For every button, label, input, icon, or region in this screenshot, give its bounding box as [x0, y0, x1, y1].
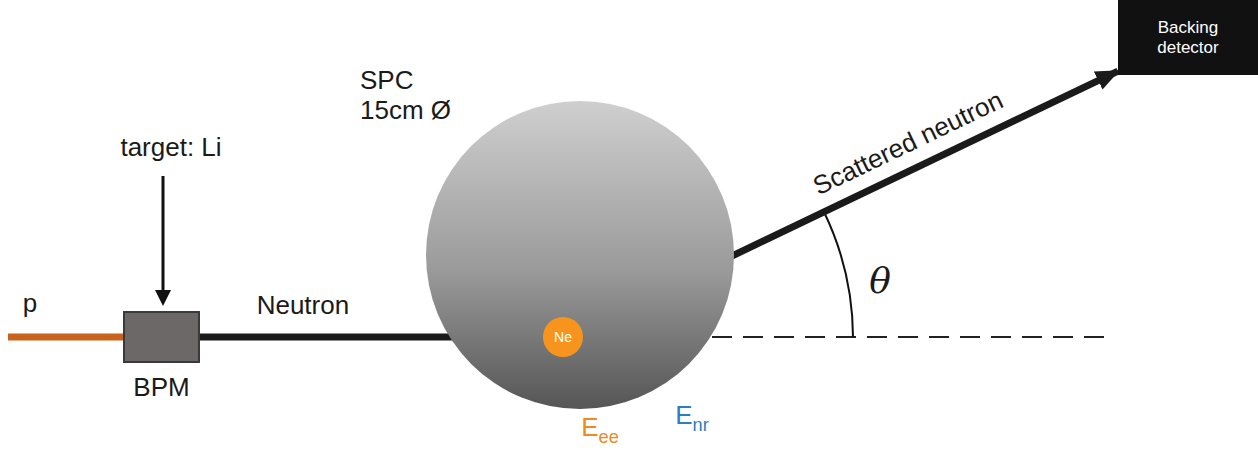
bpm-box-text: BPM — [133, 373, 189, 403]
target-label: target: Li — [120, 133, 221, 162]
proton-beam — [8, 334, 124, 341]
bpm-box: BPM — [123, 311, 200, 363]
angle-label: θ — [869, 261, 891, 301]
nuclear-recoil-energy: Enr — [675, 401, 709, 434]
backing-detector-box: Backing detector — [1118, 0, 1258, 75]
target-arrow-line — [162, 176, 165, 292]
electron-equivalent-energy: Eee — [581, 413, 619, 446]
neutron-beam-arrow-label: Neutron — [257, 291, 350, 320]
proton-label: p — [23, 289, 37, 318]
target-arrow-head — [155, 290, 171, 306]
angle-arc — [824, 212, 853, 337]
spc-sphere: SPC 15cm ØNe — [425, 100, 735, 410]
scattered-neutron-arrow-label: Scattered neutron — [809, 85, 1008, 200]
backing-detector-box-text: Backing detector — [1136, 18, 1240, 57]
neon-nucleus-text: Ne — [554, 329, 572, 345]
spc-sphere-fill — [426, 101, 734, 409]
spc-sphere-outline — [425, 100, 735, 410]
neon-nucleus: Ne — [543, 317, 583, 357]
spc-sphere-text: SPC 15cm Ø — [360, 66, 470, 126]
